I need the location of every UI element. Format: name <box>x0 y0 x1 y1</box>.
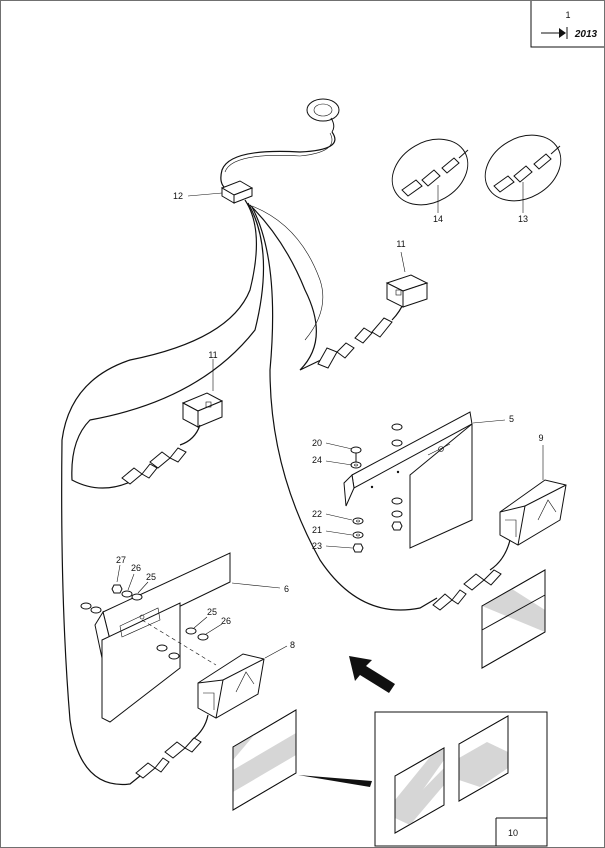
screw-20b <box>391 423 403 447</box>
connector-pair-upper <box>317 299 406 369</box>
reference-box: 1 2013 <box>530 1 604 48</box>
connector-pair-left <box>121 424 201 485</box>
callout-12: 12 <box>173 191 183 201</box>
callout-26-left: 26 <box>131 563 141 573</box>
washers-right <box>391 497 403 531</box>
module-11-right <box>385 274 429 308</box>
callout-23: 23 <box>312 541 322 551</box>
rear-lamp-8 <box>197 653 265 719</box>
direction-arrow-icon <box>349 656 395 693</box>
warning-reflector-right <box>481 569 546 669</box>
callout-5: 5 <box>509 414 514 424</box>
callout-20: 20 <box>312 438 322 448</box>
washer-24 <box>350 461 362 469</box>
inset-pointer <box>298 775 372 787</box>
callout-13: 13 <box>518 214 528 224</box>
rear-lamp-9 <box>499 479 567 546</box>
callout-25-mid: 25 <box>207 607 217 617</box>
reference-label: 1 <box>565 10 570 20</box>
lamp-9-connectors <box>432 539 511 611</box>
callout-14: 14 <box>433 214 443 224</box>
callout-21: 21 <box>312 525 322 535</box>
connector-detail-13: 13 <box>484 134 562 224</box>
inset-label: 10 <box>508 828 518 838</box>
screw-20 <box>350 446 362 462</box>
cable-junction-12 <box>220 180 254 204</box>
mudflap-bracket-5 <box>343 411 473 549</box>
callout-9: 9 <box>538 433 543 443</box>
callout-26-mid: 26 <box>221 616 231 626</box>
warning-reflector-left <box>232 709 297 811</box>
callout-11-left: 11 <box>208 350 217 360</box>
callout-8: 8 <box>290 640 295 650</box>
callout-25-left: 25 <box>146 572 156 582</box>
mudflap-bracket-6 <box>94 552 231 723</box>
callout-24: 24 <box>312 455 322 465</box>
reference-year: 2013 <box>574 29 598 40</box>
inset-box-10: 10 <box>374 711 548 847</box>
nut-23 <box>352 543 364 553</box>
connector-detail-14: 14 <box>391 138 469 224</box>
washer-21 <box>352 531 364 539</box>
arrow-flag-icon <box>541 27 568 39</box>
fasteners-mid-25-26 <box>141 619 217 666</box>
callout-11-right: 11 <box>396 239 405 249</box>
fasteners-left-27-26-25 <box>80 584 143 614</box>
washer-22 <box>352 517 364 525</box>
callout-6: 6 <box>284 584 289 594</box>
cable-harness <box>61 98 438 786</box>
callout-27: 27 <box>116 555 126 565</box>
plug-connector <box>306 98 340 133</box>
callout-22: 22 <box>312 509 322 519</box>
module-11-left <box>181 392 224 428</box>
lamp-8-connectors <box>135 714 209 779</box>
